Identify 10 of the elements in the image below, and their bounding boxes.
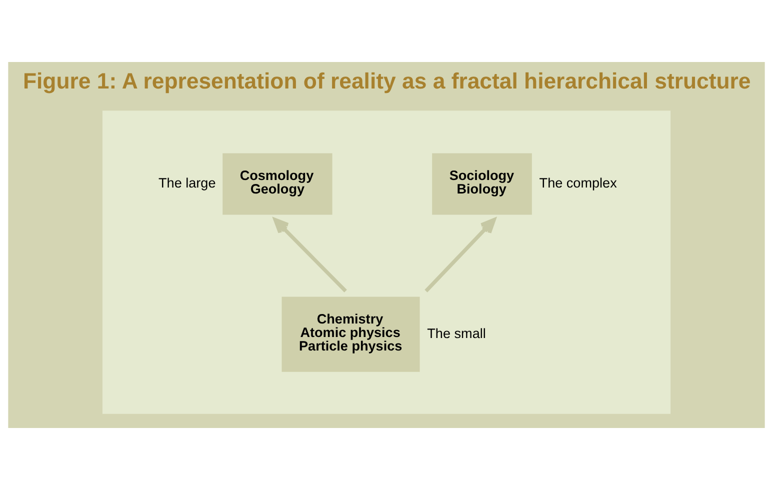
cluster [102, 110, 671, 414]
node-box: Cosmology Geology [222, 152, 332, 214]
node-label: The small [427, 325, 486, 340]
arrow [273, 218, 347, 292]
diagram-title: Figure 1: A representation of reality as a fractal hierarchical structure [22, 68, 751, 93]
node-box: Chemistry Atomic physics Particle physics [282, 296, 420, 372]
node-label: The large [158, 174, 216, 190]
node-label: The complex [539, 174, 617, 190]
arrow [424, 218, 496, 292]
node-box: Sociology Biology [432, 152, 532, 214]
